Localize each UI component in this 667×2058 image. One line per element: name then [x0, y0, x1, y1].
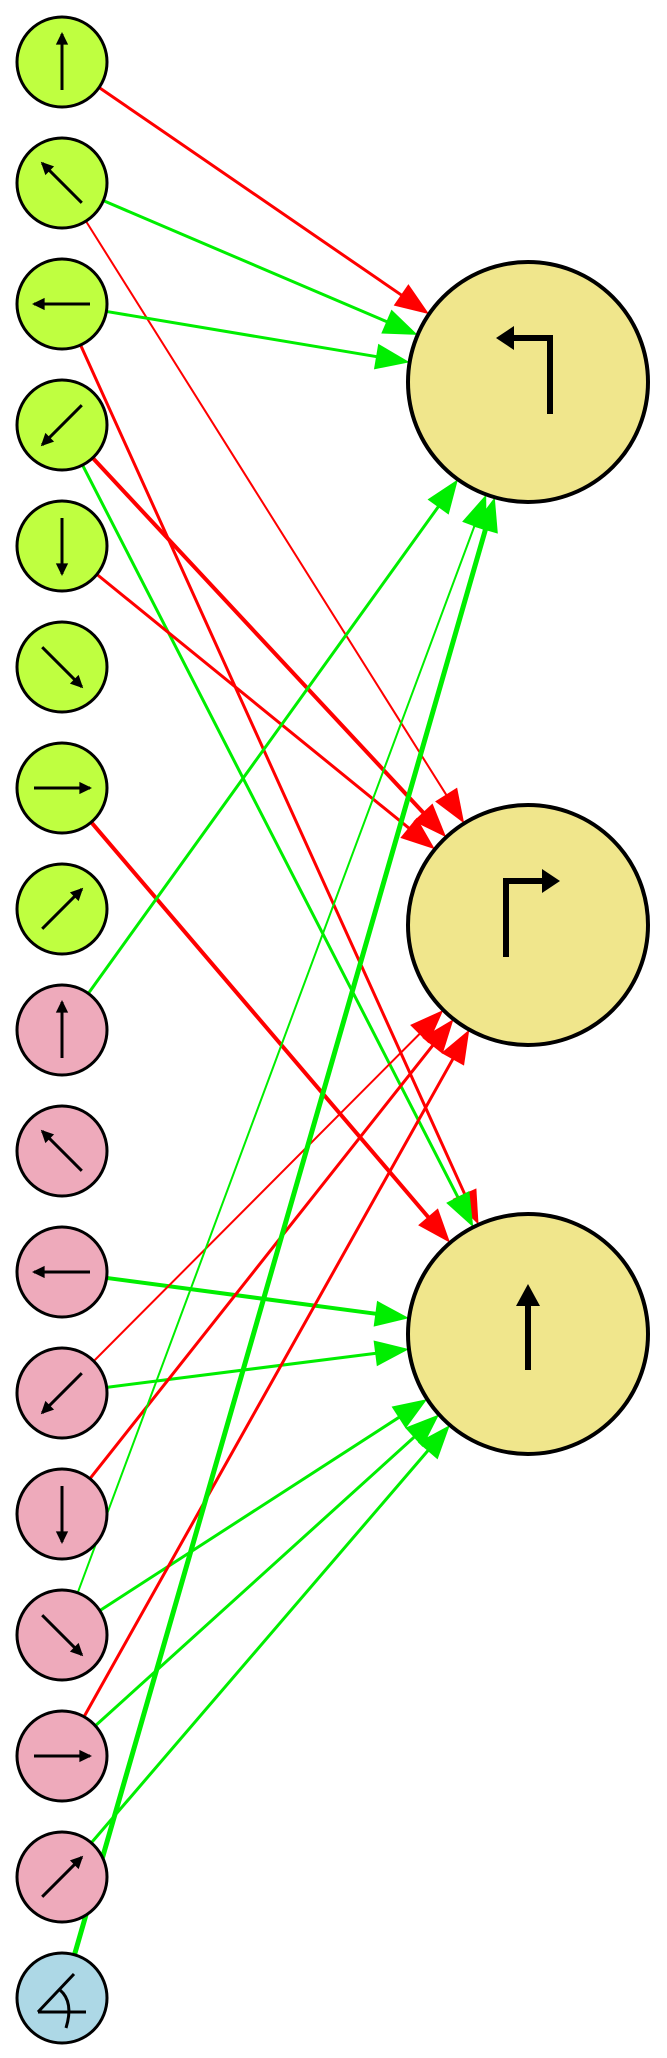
input-node-a-left: [15, 257, 109, 351]
arrowhead-inhibitory: [391, 1399, 428, 1429]
arrowhead-inhibitory: [427, 479, 458, 515]
output-node-forward: [406, 1212, 650, 1456]
output-nodes: [406, 260, 650, 1456]
output-node-turn-left: [406, 260, 650, 504]
arrowhead-inhibitory: [373, 343, 410, 370]
arrow-down-left-icon: [40, 404, 83, 447]
connection-inhibitory: [71, 527, 488, 1958]
connection-inhibitory: [104, 309, 378, 359]
arrowhead-inhibitory: [381, 309, 418, 335]
arrowhead-excitatory: [441, 1029, 470, 1066]
arrow-up-left-icon: [40, 1129, 83, 1172]
input-node-a-downright: [15, 620, 109, 714]
arrow-left-icon: [32, 297, 90, 311]
input-node-b-upright: [15, 1830, 109, 1924]
arrowhead-excitatory: [410, 1010, 444, 1044]
connections-layer: [71, 85, 488, 1958]
arrowhead-excitatory: [418, 1208, 451, 1243]
connection-inhibitory: [101, 199, 388, 324]
input-nodes: [15, 15, 109, 2045]
arrow-down-left-icon: [40, 1372, 83, 1415]
connection-inhibitory: [81, 463, 460, 1199]
arrowhead-excitatory: [422, 1019, 454, 1054]
arrow-up-right-icon: [41, 887, 84, 930]
connection-excitatory: [88, 1044, 434, 1481]
input-node-b-up: [15, 983, 109, 1077]
input-node-a-upleft: [15, 136, 109, 230]
turn-left-icon: [496, 326, 553, 414]
arrow-down-icon: [55, 1486, 69, 1544]
input-node-b-downright: [15, 1588, 109, 1682]
output-node-turn-right: [406, 803, 650, 1047]
arrow-down-right-icon: [41, 646, 84, 689]
connection-inhibitory: [93, 1435, 416, 1728]
input-node-b-left: [15, 1225, 109, 1319]
arrow-down-icon: [55, 518, 69, 576]
connection-inhibitory: [76, 525, 476, 1594]
connection-excitatory: [95, 572, 411, 830]
input-node-a-up: [15, 15, 109, 109]
arrow-right-icon: [34, 1749, 92, 1763]
connection-inhibitory: [86, 505, 440, 995]
input-node-c-angle: [15, 1951, 109, 2045]
arrowhead-inhibitory: [405, 1414, 440, 1448]
input-node-b-right: [15, 1709, 109, 1803]
arrow-up-icon: [55, 1000, 69, 1058]
arrowhead-inhibitory: [373, 1340, 409, 1367]
input-node-a-upright: [15, 862, 109, 956]
connection-excitatory: [82, 1057, 455, 1719]
connection-inhibitory: [98, 1416, 401, 1613]
input-node-b-upleft: [15, 1104, 109, 1198]
arrow-down-right-icon: [41, 1614, 84, 1657]
arrow-right-icon: [34, 781, 92, 795]
arrowhead-inhibitory: [472, 497, 498, 534]
connection-excitatory: [97, 85, 403, 297]
arrowhead-inhibitory: [417, 1425, 450, 1460]
arrowhead-excitatory: [435, 787, 465, 824]
arrowhead-inhibitory: [446, 1191, 474, 1228]
connection-excitatory: [89, 820, 431, 1219]
connection-excitatory: [92, 1033, 421, 1363]
input-node-a-down: [15, 499, 109, 593]
arrow-up-icon: [55, 32, 69, 90]
arrowheads-layer: [373, 284, 498, 1460]
arrowhead-excitatory: [413, 803, 447, 838]
arrow-up-left-icon: [40, 161, 83, 204]
input-node-a-downleft: [15, 378, 109, 472]
arrowhead-excitatory: [393, 284, 430, 315]
arrow-up-right-icon: [41, 1855, 84, 1898]
angle-icon: [36, 1972, 86, 2029]
arrowhead-inhibitory: [373, 1300, 410, 1327]
connection-excitatory: [90, 455, 426, 815]
connection-inhibitory: [89, 1449, 430, 1845]
forward-icon: [516, 1284, 540, 1370]
connection-inhibitory: [104, 1275, 378, 1316]
arrowhead-excitatory: [400, 817, 435, 850]
input-node-b-downleft: [15, 1346, 109, 1440]
input-node-b-down: [15, 1467, 109, 1561]
turn-right-icon: [503, 869, 560, 957]
arrow-left-icon: [32, 1265, 90, 1279]
input-node-a-right: [15, 741, 109, 835]
